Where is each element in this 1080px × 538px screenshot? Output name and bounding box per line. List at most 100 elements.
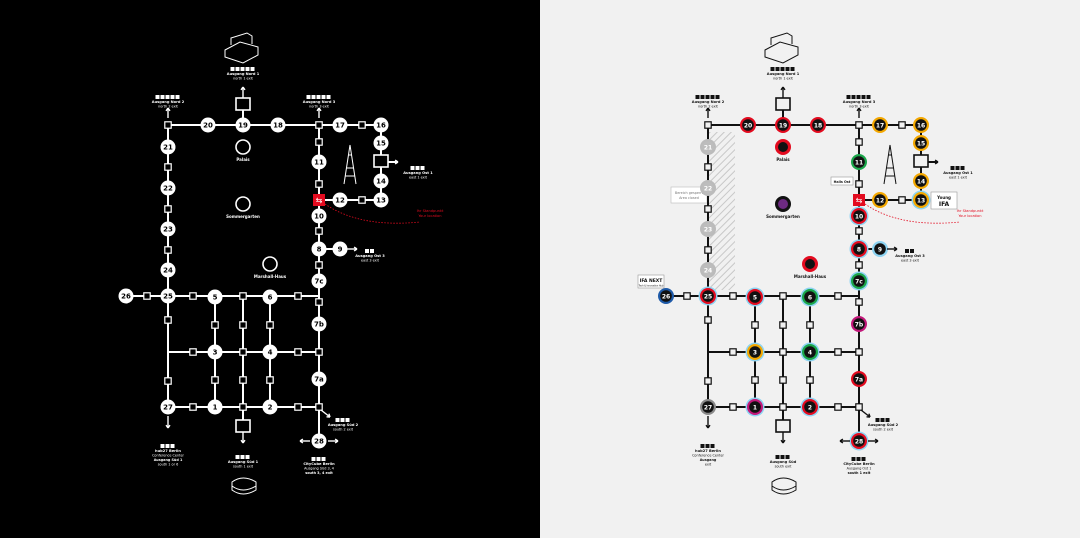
hall-node-7a[interactable]: [311, 371, 327, 387]
hall-node-17[interactable]: [332, 117, 348, 133]
hall-node-12[interactable]: [332, 192, 348, 208]
hall-node-7b[interactable]: [853, 318, 865, 330]
junction-square: [855, 227, 863, 235]
lift-square: [775, 419, 791, 433]
hall-node-23[interactable]: [702, 223, 714, 235]
hall-node-5[interactable]: [749, 291, 761, 303]
you-are-here-icon: ⇆: [316, 196, 323, 205]
hall-node-5[interactable]: [207, 289, 223, 305]
hall-node-6[interactable]: [262, 289, 278, 305]
junction-square: [164, 246, 172, 254]
hall-number-21: 21: [163, 144, 173, 152]
exit-north-icons: [235, 67, 240, 71]
hall-node-18[interactable]: [812, 119, 824, 131]
hall-node-21[interactable]: [160, 139, 176, 155]
exit-north3-en: north 3 exit: [309, 105, 329, 109]
hall-node-14[interactable]: [373, 173, 389, 189]
hall-node-28[interactable]: [853, 435, 865, 447]
hall-node-12[interactable]: [874, 194, 886, 206]
junction-square: [315, 298, 323, 306]
landmark-circle: [262, 256, 278, 272]
exit-arrow-south-head: [240, 439, 246, 444]
exit-north3-en: north 3 exit: [849, 105, 869, 109]
ifa-next-box: [637, 274, 665, 289]
hall-node-27[interactable]: [702, 401, 714, 413]
junction-square: [779, 348, 787, 356]
hall-node-2[interactable]: [262, 399, 278, 415]
hall-number-3: 3: [753, 350, 757, 357]
hall-node-10[interactable]: [311, 208, 327, 224]
hall-node-18[interactable]: [270, 117, 286, 133]
junction-square: [855, 298, 863, 306]
hall-node-14[interactable]: [915, 175, 927, 187]
hall-node-4[interactable]: [804, 346, 816, 358]
exit-north2-en: north 2 exit: [698, 105, 718, 109]
hall-node-3[interactable]: [207, 344, 223, 360]
hall-node-16[interactable]: [915, 119, 927, 131]
hall-node-9[interactable]: [332, 241, 348, 257]
exit-arrow-north3-head: [856, 107, 862, 112]
exit-west-en: Conference Center: [692, 454, 724, 458]
hall-node-20[interactable]: [742, 119, 754, 131]
hall-number-8: 8: [857, 247, 861, 254]
hall-node-16[interactable]: [373, 117, 389, 133]
hall-node-15[interactable]: [915, 137, 927, 149]
junction-square: [239, 321, 247, 329]
lift-square: [373, 154, 389, 168]
hall-node-25[interactable]: [702, 290, 714, 302]
hall-node-1[interactable]: [207, 399, 223, 415]
hall-node-22[interactable]: [702, 182, 714, 194]
hall-node-19[interactable]: [235, 117, 251, 133]
hall-node-19[interactable]: [777, 119, 789, 131]
hall-number-25: 25: [163, 293, 173, 301]
exit-east3-en: east 3 exit: [901, 259, 920, 263]
hall-node-22[interactable]: [160, 180, 176, 196]
hall-node-8[interactable]: [853, 243, 865, 255]
exit-sued2-de: Ausgang Süd 2: [328, 423, 359, 427]
hall-node-6[interactable]: [804, 291, 816, 303]
young-ifa-label-2: IFA: [939, 201, 950, 208]
hall-node-26[interactable]: [118, 288, 134, 304]
hall-node-11[interactable]: [853, 156, 865, 168]
hall-node-15[interactable]: [373, 135, 389, 151]
hall-node-7a[interactable]: [853, 373, 865, 385]
hall-node-2[interactable]: [804, 401, 816, 413]
junction-square: [855, 348, 863, 356]
hall-node-7c[interactable]: [853, 275, 865, 287]
hall-node-13[interactable]: [373, 192, 389, 208]
north-entrance-building-icon: [224, 32, 259, 64]
junction-square: [164, 121, 172, 129]
exit-south-icons: [775, 455, 780, 459]
landmark-circle: [778, 142, 788, 152]
hall-node-25[interactable]: [160, 288, 176, 304]
exit-north2-icons: [710, 95, 715, 99]
hall-node-20[interactable]: [200, 117, 216, 133]
hall-node-3[interactable]: [749, 346, 761, 358]
hall-node-23[interactable]: [160, 221, 176, 237]
hall-node-8[interactable]: [311, 241, 327, 257]
hall-number-5: 5: [213, 294, 218, 302]
hall-node-21[interactable]: [702, 141, 714, 153]
hall-node-11[interactable]: [311, 154, 327, 170]
hall-node-28[interactable]: [311, 433, 327, 449]
hall-node-7c[interactable]: [311, 273, 327, 289]
hall-node-7b[interactable]: [311, 316, 327, 332]
exit-citycube-icons: [316, 457, 321, 461]
hall-node-10[interactable]: [853, 210, 865, 222]
hall-node-24[interactable]: [702, 264, 714, 276]
hall-node-17[interactable]: [874, 119, 886, 131]
hall-node-4[interactable]: [262, 344, 278, 360]
junction-square: [729, 403, 737, 411]
hall-node-24[interactable]: [160, 262, 176, 278]
exit-south-de: Ausgang Süd 1: [228, 460, 259, 464]
ifa-next-sublabel: Tech & Innovation Hub: [639, 285, 664, 288]
exit-north2-icons: [160, 95, 165, 99]
hall-number-3: 3: [213, 349, 218, 357]
exit-north3-icons: [861, 95, 866, 99]
hall-node-13[interactable]: [915, 194, 927, 206]
hall-node-9[interactable]: [874, 243, 886, 255]
exit-west-l4: south 1 or 6: [158, 463, 179, 467]
hall-node-26[interactable]: [660, 290, 672, 302]
hall-node-27[interactable]: [160, 399, 176, 415]
hall-node-1[interactable]: [749, 401, 761, 413]
